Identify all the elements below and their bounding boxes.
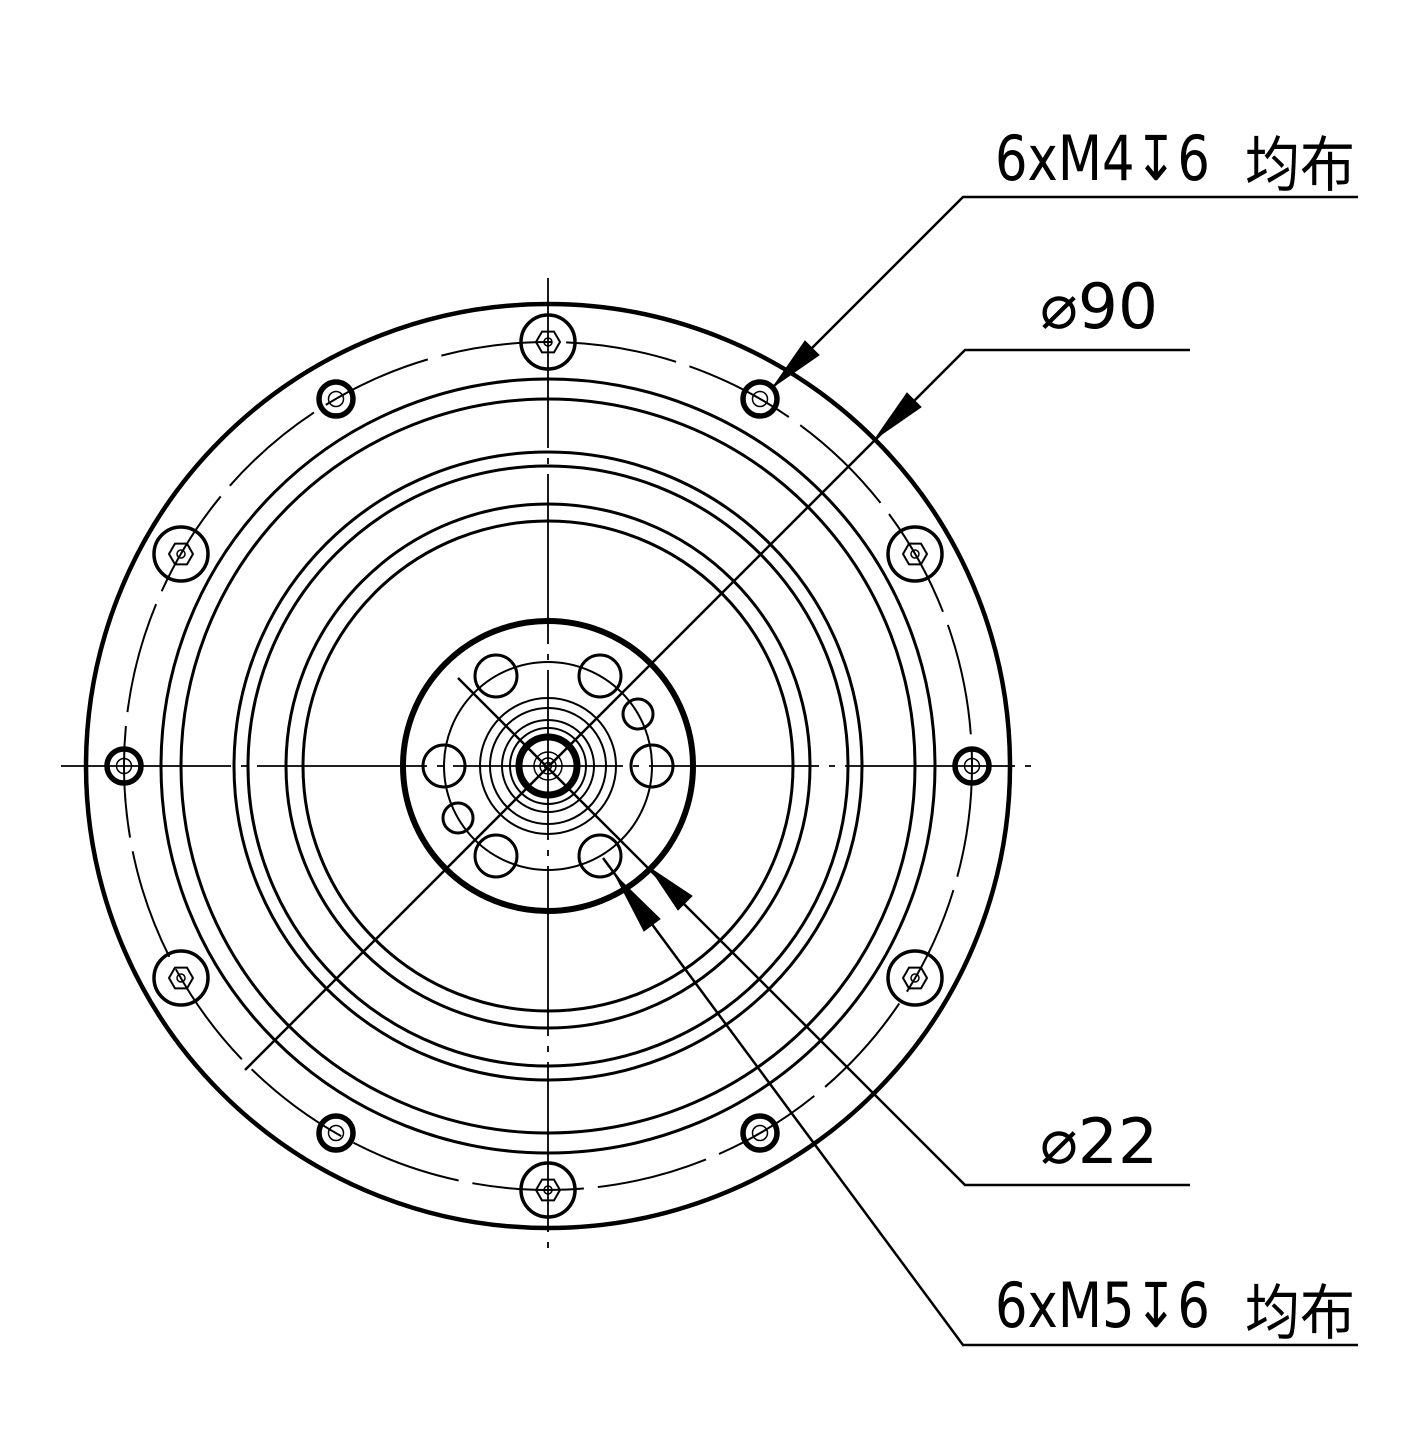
label-outer-diameter: ⌀90	[1040, 270, 1158, 343]
ring-circle	[179, 397, 917, 1135]
ring-circle	[284, 502, 812, 1030]
m5-threaded-hole	[629, 743, 675, 789]
hub-circle	[400, 618, 696, 914]
m5-threaded-hole	[577, 653, 623, 699]
hex-socket-icon	[534, 330, 562, 354]
m5-threaded-hole	[577, 833, 623, 879]
center-bore-inner	[539, 757, 557, 775]
label-m5-note: 均布	[1245, 1279, 1355, 1349]
hub-inner-ring	[479, 697, 617, 835]
bolt-circle	[123, 341, 973, 1191]
label-m4-spec: 6xM4↧6	[995, 122, 1210, 195]
dimension-arrow-inner-diameter	[649, 867, 693, 911]
leader-arrow-m5	[614, 874, 661, 932]
m4-threaded-hole	[952, 746, 992, 786]
ring-circle	[159, 377, 937, 1155]
leader-line-m4	[772, 195, 1358, 388]
hex-socket-icon	[167, 966, 195, 990]
hex-socket-screw	[886, 949, 944, 1007]
pin-hole	[441, 801, 475, 835]
label-m4-note: 均布	[1245, 131, 1355, 201]
leader-line-m5	[601, 857, 1358, 1347]
ring-circle	[301, 519, 795, 1013]
dimension-line-inner-diameter	[457, 677, 1190, 1187]
hub-hole-pitch-circle	[443, 661, 653, 871]
hex-socket-screw	[152, 949, 210, 1007]
hex-socket-screw	[886, 525, 944, 583]
outer-flange-circle	[83, 301, 1013, 1231]
leader-arrow-m4	[772, 340, 820, 388]
label-inner-diameter: ⌀22	[1040, 1105, 1158, 1178]
hex-socket-icon	[167, 542, 195, 566]
pin-hole	[621, 697, 655, 731]
dimension-line-outer-diameter	[244, 348, 1190, 1071]
hub-inner-ring	[489, 707, 607, 825]
hex-socket-screw	[519, 313, 577, 371]
m5-threaded-hole	[421, 743, 467, 789]
hex-socket-icon	[534, 1178, 562, 1202]
ring-circle	[232, 450, 864, 1082]
hub-inner-ring	[501, 719, 595, 813]
center-bore-inner	[533, 751, 563, 781]
center-bore	[515, 733, 581, 799]
ring-circle	[246, 464, 850, 1068]
m5-threaded-hole	[473, 653, 519, 699]
m4-threaded-hole	[316, 1113, 356, 1153]
hex-socket-icon	[901, 542, 929, 566]
dimension-arrow-outer-diameter	[874, 392, 922, 440]
hex-socket-screw	[152, 525, 210, 583]
m5-threaded-hole	[473, 833, 519, 879]
hex-socket-screw	[519, 1161, 577, 1219]
m4-threaded-hole	[104, 746, 144, 786]
label-m5-spec: 6xM5↧6	[995, 1269, 1210, 1342]
m4-threaded-hole	[316, 379, 356, 419]
m4-threaded-hole	[740, 1113, 780, 1153]
hub-inner-ring	[509, 727, 587, 805]
m4-threaded-hole	[740, 379, 780, 419]
hex-socket-icon	[901, 966, 929, 990]
